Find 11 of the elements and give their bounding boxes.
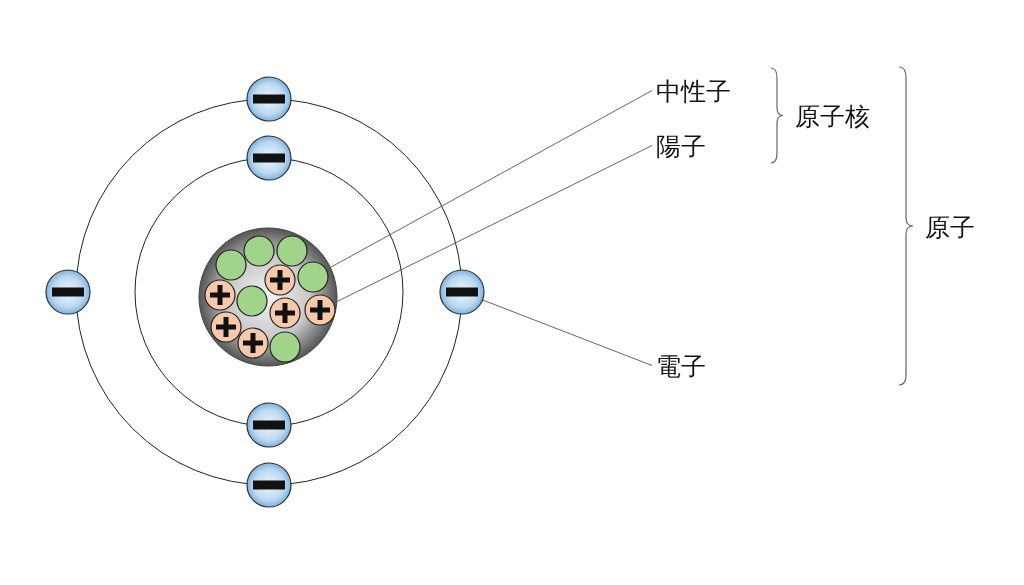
leader-line: [333, 145, 653, 304]
group-label: 原子核: [795, 102, 870, 132]
leader-line: [482, 299, 653, 366]
electron-icon: [439, 269, 485, 315]
neutron-icon: [297, 261, 329, 293]
group-label: 原子: [925, 213, 975, 243]
particle-label: 陽子: [656, 132, 706, 162]
particle-label: 中性子: [656, 77, 731, 107]
leader-line: [325, 90, 653, 271]
proton-icon: [304, 294, 336, 326]
particle-label: 電子: [656, 352, 706, 382]
